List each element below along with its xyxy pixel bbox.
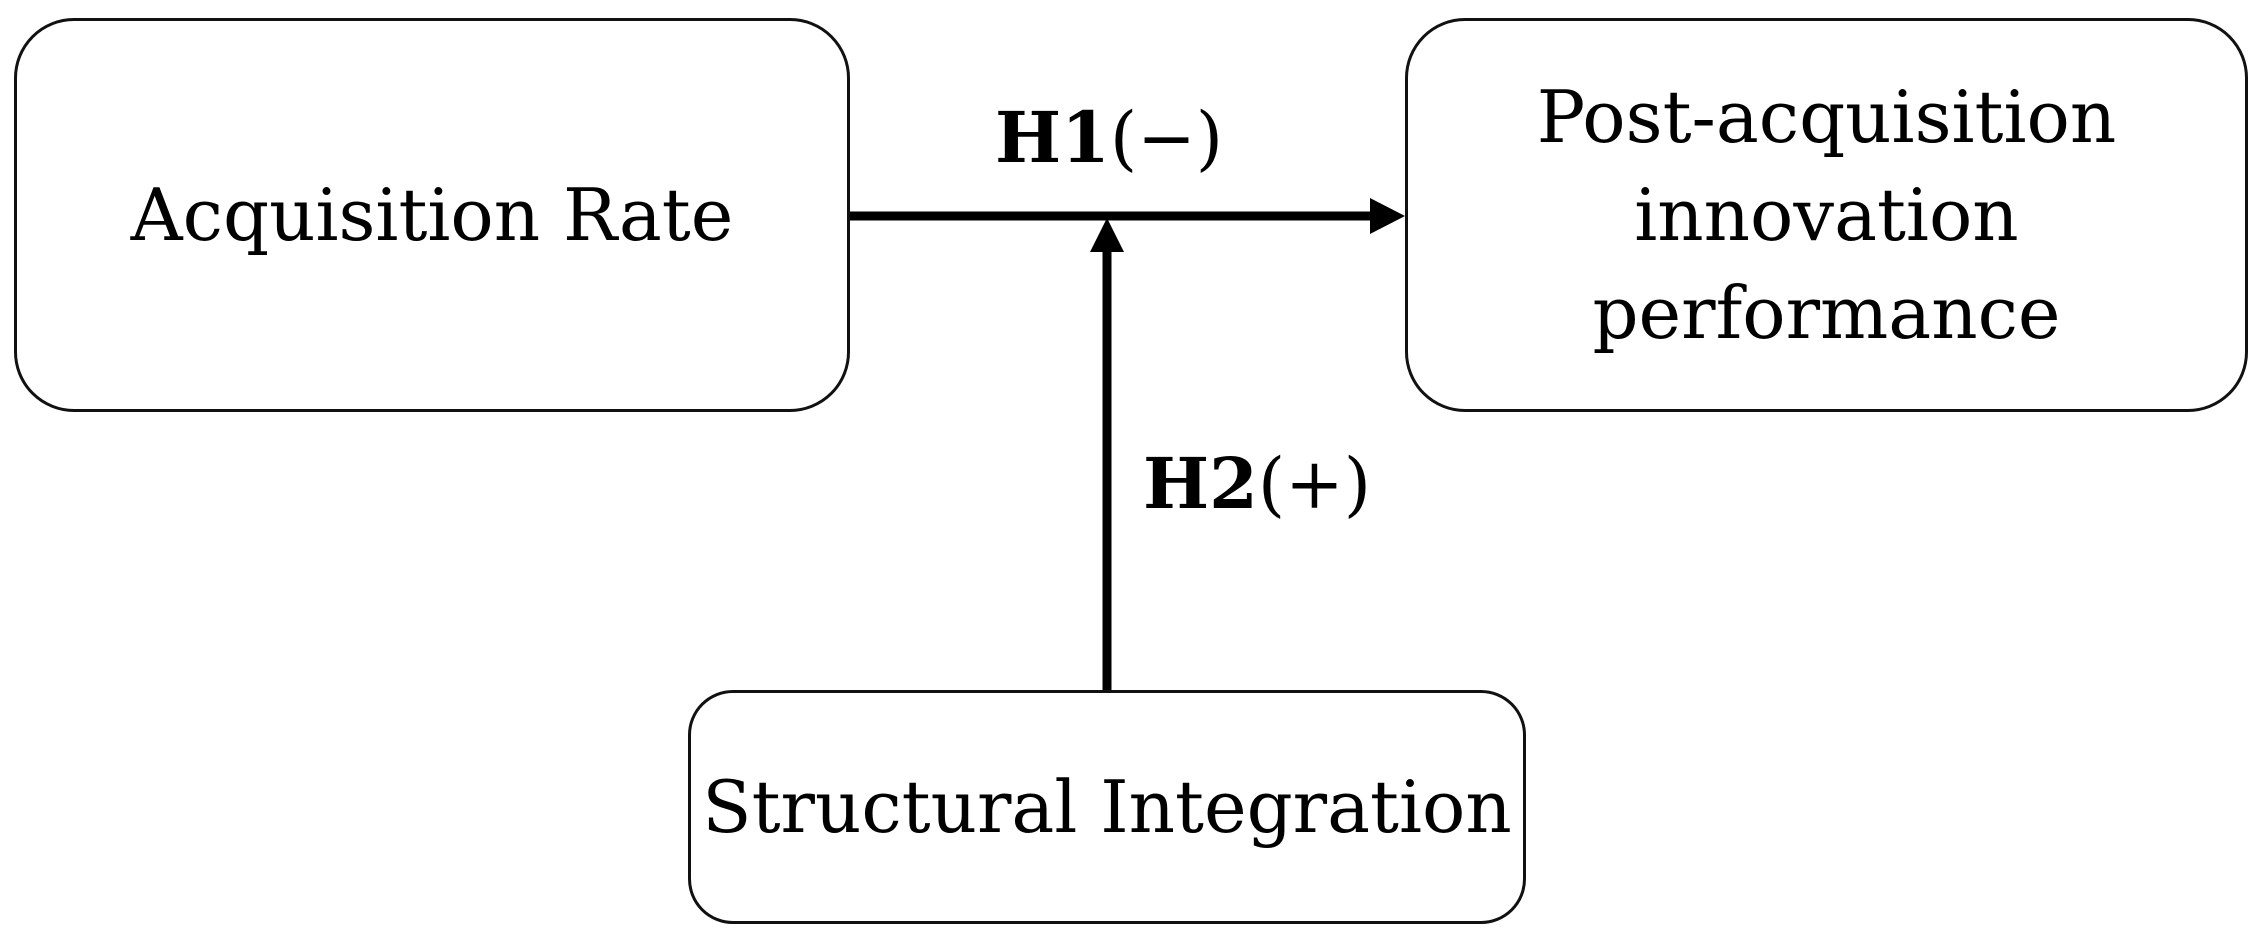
structural-integration-box: Structural Integration [688, 690, 1526, 924]
h2-id: H2 [1143, 442, 1258, 525]
h1-arrow-head [1370, 198, 1405, 234]
post-acquisition-innovation-box: Post-acquisition innovation performance [1405, 18, 2248, 412]
post-acquisition-innovation-label: Post-acquisition innovation performance [1536, 75, 2117, 355]
h1-label: H1(−) [995, 96, 1224, 179]
structural-integration-label: Structural Integration [702, 765, 1512, 849]
acquisition-rate-box: Acquisition Rate [14, 18, 850, 412]
h2-arrow-head [1090, 218, 1124, 252]
h1-id: H1 [995, 96, 1110, 179]
h2-label: H2(+) [1143, 442, 1372, 525]
h2-sign: (+) [1257, 443, 1372, 525]
h1-sign: (−) [1109, 97, 1224, 179]
acquisition-rate-label: Acquisition Rate [130, 173, 734, 257]
